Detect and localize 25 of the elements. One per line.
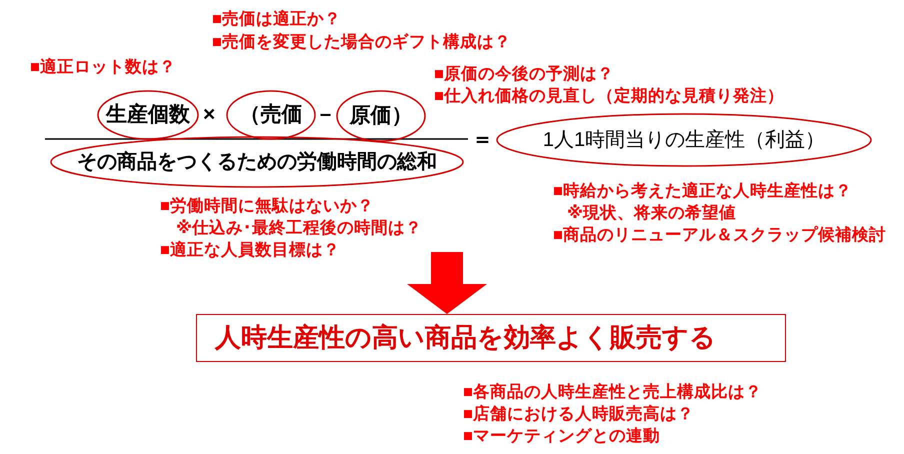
operator-sign: － [315,102,336,128]
bullet-note: ■労働時間に無駄はないか？ [160,197,374,217]
down-arrow [407,252,487,314]
conclusion-box [196,314,786,362]
formula-term: その商品をつくるための労働時間の総和 [77,150,437,174]
bullet-note: ■商品のリニューアル＆スクラップ候補検討 [553,226,886,246]
formula-term: 生産個数 [106,102,190,128]
bullet-note: ■マーケティングとの連動 [463,427,660,447]
bullet-note: ■適正ロット数は？ [30,58,176,78]
formula-term: （売価 [240,102,302,128]
bullet-note: ■原価の今後の予測は？ [434,65,614,85]
remark-note: ※仕込み･最終工程後の時間は？ [176,219,422,239]
bullet-note: ■仕入れ価格の見直し（定期的な見積り発注） [434,87,784,107]
bullet-note: ■適正な人員数目標は？ [160,241,340,261]
formula-term: 原価） [350,103,412,129]
result-term: 1人1時間当りの生産性（利益） [542,128,826,152]
operator-sign: ＝ [472,127,493,152]
remark-note: ※現状、将来の希望値 [567,204,736,224]
bullet-note: ■各商品の人時生産性と売上構成比は？ [463,383,762,403]
operator-sign: × [203,102,216,128]
bullet-note: ■売価は適正か？ [212,10,341,30]
conclusion-text: 人時生産性の高い商品を効率よく販売する [215,322,716,354]
bullet-note: ■売価を変更した場合のギフト構成は？ [212,33,511,53]
bullet-note: ■店舗における人時販売高は？ [463,405,694,425]
bullet-note: ■時給から考えた適正な人時生産性は？ [553,182,852,202]
